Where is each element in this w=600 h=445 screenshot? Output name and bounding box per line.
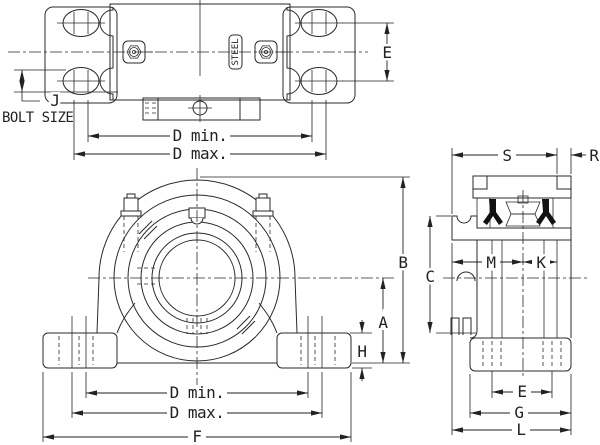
cap-bolt	[252, 193, 274, 252]
dim-label-e-side: E	[517, 382, 526, 401]
right-leg-inner-edge	[258, 302, 278, 334]
dim-g: G	[469, 374, 572, 435]
grease-fitting-icon	[254, 40, 285, 64]
dim-label-r: R	[589, 146, 599, 165]
dim-label-j: J	[50, 91, 59, 110]
left-foot	[42, 332, 118, 369]
dim-label-a: A	[378, 313, 388, 332]
dim-a: A	[375, 278, 391, 363]
dim-k: K	[523, 251, 557, 275]
dim-h: H	[350, 320, 372, 381]
seat-band-section	[451, 215, 572, 241]
dim-r: R	[570, 144, 600, 174]
dim-f: F	[42, 372, 352, 445]
side-grease-boss	[456, 271, 476, 282]
steel-tag-label: STEEL	[231, 38, 241, 65]
steel-tag: STEEL	[228, 34, 243, 70]
right-foot-plate	[282, 6, 356, 104]
right-scallop-edge	[286, 7, 301, 100]
dim-dmin-front: D min.	[85, 372, 309, 405]
dim-label-f: F	[192, 427, 201, 445]
cap-section	[472, 175, 572, 199]
dim-e-top: E	[342, 22, 395, 82]
bearing-seal	[536, 199, 556, 225]
dim-e-side: E	[491, 371, 553, 404]
left-leg-inner-edge	[116, 302, 136, 334]
dim-label-dmin-top: D min.	[173, 126, 228, 145]
dim-j: J BOLT SIZE	[0, 69, 118, 128]
dim-label-dmax-top: D max.	[173, 144, 228, 163]
hidden-passages	[137, 267, 208, 334]
bolt-size-label: BOLT SIZE	[2, 110, 73, 126]
dim-m: M	[452, 251, 523, 275]
dim-dmax-front: D max.	[71, 372, 323, 425]
bolt-slot-holes	[57, 9, 343, 95]
dim-label-c: C	[425, 267, 434, 286]
dim-label-dmax-front: D max.	[170, 403, 225, 422]
dim-label-m: M	[486, 253, 495, 272]
dim-label-dmin-front: D min.	[170, 383, 225, 402]
dim-dmax-top: D max.	[73, 100, 327, 166]
front-view: B A H D min. D max.	[42, 168, 411, 445]
dim-b: B	[200, 176, 411, 364]
cap-bolt	[120, 193, 142, 252]
dim-label-k: K	[536, 253, 546, 272]
grease-fitting-icon	[122, 40, 153, 64]
cavity-left-wall	[476, 197, 491, 229]
bearing-seal	[483, 199, 503, 225]
split-line-tabs	[138, 220, 256, 335]
dim-l: L	[451, 243, 571, 442]
base-protrusion	[142, 95, 261, 122]
hidden-boss	[450, 317, 472, 335]
dim-label-h: H	[357, 342, 366, 361]
cavity-right-wall	[552, 197, 572, 229]
dim-dmin-top: D min.	[87, 100, 313, 148]
dim-c: C	[422, 215, 476, 334]
dim-s: S	[451, 144, 558, 214]
top-view: STEEL E J BOLT SIZ	[0, 0, 395, 166]
side-foot	[469, 337, 572, 372]
pedestal-body	[450, 240, 572, 339]
right-foot	[276, 332, 352, 369]
foot-slot-lines	[58, 316, 336, 368]
dim-label-b: B	[398, 253, 407, 272]
dim-label-l: L	[516, 420, 525, 439]
dim-label-g: G	[514, 403, 523, 422]
left-scallop-edge	[99, 7, 114, 100]
dim-label-e-top: E	[382, 43, 391, 62]
dim-label-s: S	[502, 146, 511, 165]
left-foot-plate	[44, 6, 118, 104]
side-view: S R C M K	[422, 144, 600, 442]
